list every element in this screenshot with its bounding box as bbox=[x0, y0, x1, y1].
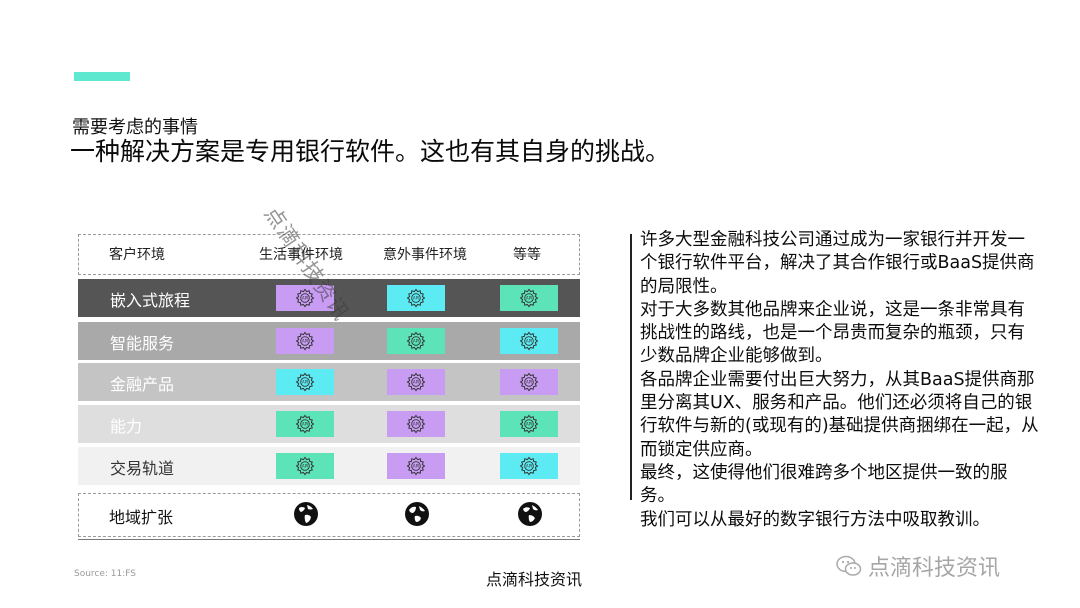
column-header: 意外事件环境 bbox=[383, 247, 467, 263]
api-gear-icon: API bbox=[295, 372, 315, 392]
wechat-watermark-text: 点滴科技资讯 bbox=[868, 556, 1001, 581]
api-cell: API bbox=[387, 411, 445, 437]
slide-subtitle: 需要考虑的事情 bbox=[72, 117, 198, 138]
svg-text:API: API bbox=[302, 339, 308, 344]
globe-icon bbox=[518, 502, 542, 526]
svg-text:API: API bbox=[413, 380, 419, 385]
table-row: 嵌入式旅程 API API API bbox=[78, 279, 580, 317]
paragraph: 对于大多数其他品牌来企业说，这是一条非常具有挑战性的路线，也是一个昂贵而复杂的瓶… bbox=[640, 299, 1025, 367]
api-cell: API bbox=[276, 328, 334, 354]
svg-text:API: API bbox=[526, 339, 532, 344]
api-cell: API bbox=[500, 285, 558, 311]
api-cell: API bbox=[387, 328, 445, 354]
wechat-watermark: 点滴科技资讯 bbox=[836, 550, 1000, 582]
api-cell: API bbox=[276, 411, 334, 437]
table-bottom-rule bbox=[78, 539, 580, 540]
svg-text:API: API bbox=[413, 464, 419, 469]
accent-bar bbox=[74, 72, 130, 81]
table-row: 交易轨道 API API API bbox=[78, 447, 580, 485]
api-gear-icon: API bbox=[406, 456, 426, 476]
svg-text:API: API bbox=[302, 422, 308, 427]
svg-text:API: API bbox=[413, 422, 419, 427]
api-cell: API bbox=[387, 285, 445, 311]
svg-text:API: API bbox=[413, 339, 419, 344]
row-label: 能力 bbox=[110, 417, 143, 436]
api-gear-icon: API bbox=[406, 331, 426, 351]
paragraph: 各品牌企业需要付出巨大努力，从其BaaS提供商那里分离其UX、服务和产品。他们还… bbox=[640, 369, 1039, 460]
api-gear-icon: API bbox=[519, 456, 539, 476]
table-row: 金融产品 API API API bbox=[78, 363, 580, 401]
api-gear-icon: API bbox=[519, 414, 539, 434]
api-gear-icon: API bbox=[295, 456, 315, 476]
api-gear-icon: API bbox=[406, 372, 426, 392]
api-gear-icon: API bbox=[519, 331, 539, 351]
api-gear-icon: API bbox=[519, 288, 539, 308]
table-row: 智能服务 API API API bbox=[78, 322, 580, 360]
api-cell: API bbox=[276, 285, 334, 311]
api-gear-icon: API bbox=[406, 288, 426, 308]
svg-text:API: API bbox=[413, 296, 419, 301]
source-note: Source: 11:FS bbox=[74, 569, 137, 579]
row-label: 金融产品 bbox=[110, 375, 175, 394]
api-cell: API bbox=[500, 453, 558, 479]
paragraph: 我们可以从最好的数字银行方法中吸取教训。 bbox=[640, 509, 990, 530]
api-cell: API bbox=[500, 411, 558, 437]
row-label: 嵌入式旅程 bbox=[110, 291, 191, 310]
svg-text:API: API bbox=[526, 296, 532, 301]
api-gear-icon: API bbox=[295, 331, 315, 351]
svg-text:API: API bbox=[302, 464, 308, 469]
svg-text:API: API bbox=[526, 422, 532, 427]
api-cell: API bbox=[500, 328, 558, 354]
api-cell: API bbox=[276, 453, 334, 479]
table-row: 能力 API API API bbox=[78, 405, 580, 443]
paragraph: 最终，这使得他们很难跨多个地区提供一致的服务。 bbox=[640, 462, 1008, 507]
table-header-row: 客户环境 生活事件环境 意外事件环境 等等 bbox=[78, 234, 580, 275]
api-cell: API bbox=[387, 369, 445, 395]
api-gear-icon: API bbox=[519, 372, 539, 392]
api-gear-icon: API bbox=[295, 414, 315, 434]
text-left-rule bbox=[630, 234, 632, 500]
row-label: 智能服务 bbox=[110, 334, 175, 353]
globe-icon bbox=[405, 502, 429, 526]
api-gear-icon: API bbox=[406, 414, 426, 434]
svg-text:API: API bbox=[302, 296, 308, 301]
api-gear-icon: API bbox=[295, 288, 315, 308]
column-header: 生活事件环境 bbox=[259, 247, 343, 263]
geo-expansion-row: 地域扩张 bbox=[78, 493, 580, 537]
svg-text:API: API bbox=[526, 380, 532, 385]
api-cell: API bbox=[276, 369, 334, 395]
api-cell: API bbox=[387, 453, 445, 479]
slide-headline: 一种解决方案是专用银行软件。这也有其自身的挑战。 bbox=[70, 137, 671, 166]
wechat-icon bbox=[836, 555, 862, 576]
row-label: 地域扩张 bbox=[109, 508, 174, 527]
body-text: 许多大型金融科技公司通过成为一家银行并开发一个银行软件平台，解决了其合作银行或B… bbox=[640, 229, 1040, 532]
column-header: 等等 bbox=[513, 247, 541, 263]
api-cell: API bbox=[500, 369, 558, 395]
svg-text:API: API bbox=[526, 464, 532, 469]
column-header: 客户环境 bbox=[109, 247, 165, 263]
footer-credit: 点滴科技资讯 bbox=[486, 570, 583, 589]
row-label: 交易轨道 bbox=[110, 459, 175, 478]
paragraph: 许多大型金融科技公司通过成为一家银行并开发一个银行软件平台，解决了其合作银行或B… bbox=[640, 230, 1035, 297]
svg-text:API: API bbox=[302, 380, 308, 385]
globe-icon bbox=[294, 502, 318, 526]
